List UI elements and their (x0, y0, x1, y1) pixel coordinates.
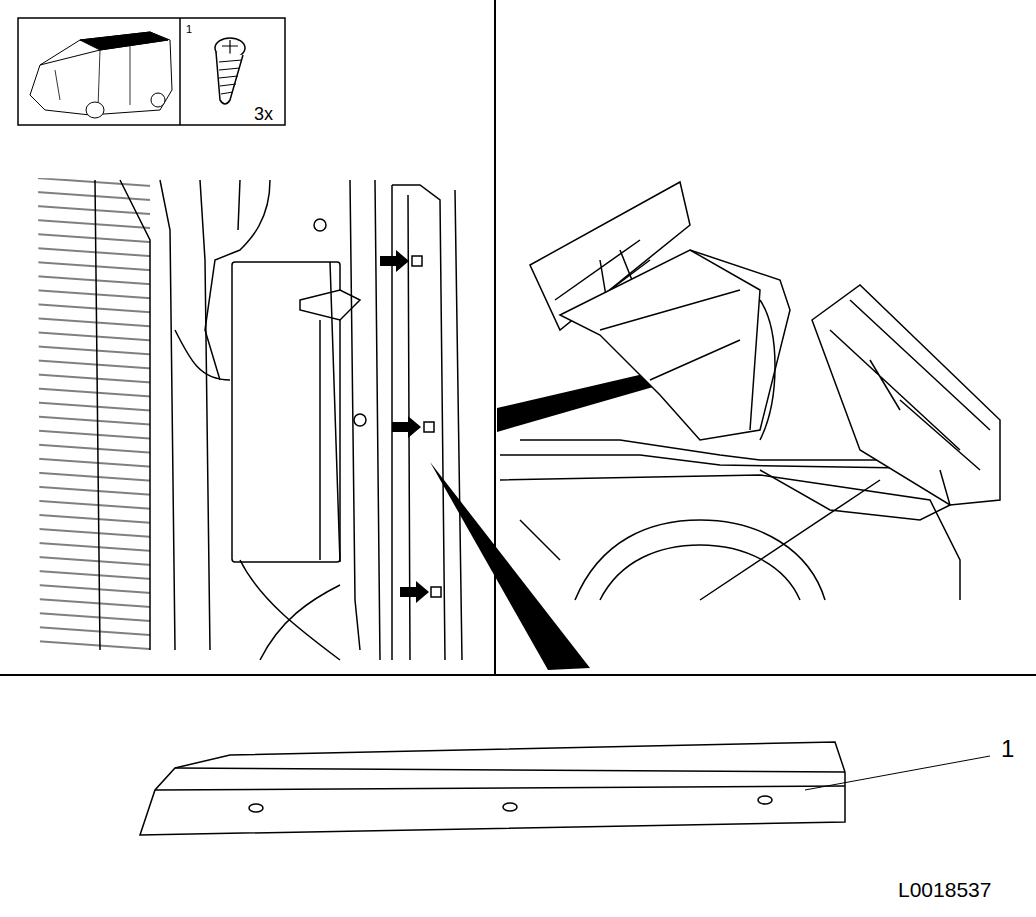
leader-line (805, 756, 990, 790)
callout-number: 1 (1001, 737, 1014, 761)
inset-box (18, 18, 285, 125)
trim-strip (140, 742, 845, 835)
pillar-view (38, 178, 462, 660)
car-view (497, 182, 1000, 600)
quantity-label: 3x (254, 105, 273, 123)
frame-line (0, 674, 1036, 676)
figure-code: L0018537 (898, 879, 991, 900)
callout-number: 1 (186, 24, 192, 35)
detail-wedge (430, 462, 590, 670)
